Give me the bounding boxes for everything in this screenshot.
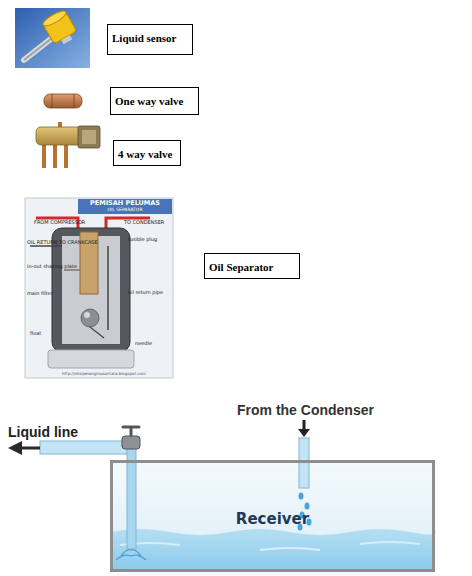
- oil-separator-picture-part: [64, 269, 80, 271]
- label-box: Oil Separator: [204, 253, 300, 279]
- four-way-valve-picture: [25, 122, 100, 168]
- oil-separator-picture-part: [52, 228, 130, 352]
- liquid-line-pipe-part: [116, 550, 146, 560]
- part-label: needle: [135, 340, 152, 346]
- condenser-inlet-pipe-part: [303, 420, 306, 430]
- liquid-sensor-picture: [15, 8, 90, 68]
- liquid-line-pipe-part: [22, 447, 40, 450]
- liquid-line-pipe-part: [8, 441, 22, 455]
- liquid-sensor-picture-part: [41, 9, 79, 49]
- oil-separator-picture-part: [81, 309, 99, 327]
- liquid-sensor-picture-part: [24, 38, 52, 60]
- four-way-valve-picture-part: [36, 127, 84, 145]
- part-label: TO CONDENSER: [124, 219, 164, 225]
- four-way-valve-picture-part: [78, 126, 100, 148]
- header-band: PEMISAH PELUMASOIL SEPARATOR: [78, 199, 172, 214]
- node-text: Receiver: [113, 510, 432, 528]
- condenser-inlet-pipe-part: [305, 503, 310, 510]
- oil-separator-picture-part: [107, 246, 109, 330]
- liquid-line-pipe-part: [123, 426, 139, 429]
- part-label: FROM COMPRESSOR: [34, 219, 85, 225]
- flow-label: Liquid line: [8, 424, 78, 440]
- part-label: oil return pipe: [128, 289, 163, 295]
- liquid-sensor-picture-part: [41, 9, 68, 29]
- oil-separator-picture: [25, 198, 173, 378]
- oil-separator-picture-part: [84, 312, 90, 318]
- condenser-inlet-pipe-part: [299, 438, 309, 488]
- receiver-picture: [110, 462, 436, 570]
- oil-separator-picture-part: [48, 350, 134, 368]
- flow-label: From the Condenser: [237, 402, 374, 418]
- label-box: 4 way valve: [113, 140, 181, 166]
- liquid-line-pipe-part: [122, 436, 140, 449]
- four-way-valve-picture-part: [64, 144, 68, 168]
- part-label: float: [30, 330, 41, 336]
- liquid-sensor-picture-part: [15, 8, 90, 68]
- label-box: One way valve: [110, 87, 199, 115]
- header-text: OIL SEPARATOR: [80, 207, 170, 212]
- part-label: main filter: [27, 290, 53, 296]
- liquid-sensor-picture-part: [24, 38, 52, 60]
- header-text: PEMISAH PELUMAS: [80, 200, 170, 207]
- node-text: Liquid sensor: [112, 32, 188, 44]
- receiver-picture-part: [120, 542, 420, 550]
- node-text: Oil Separator: [209, 261, 295, 273]
- four-way-valve-picture-part: [42, 144, 46, 168]
- liquid-sensor-picture-part: [61, 35, 72, 44]
- receiver-tank: Receiver: [110, 460, 435, 572]
- node-text: One way valve: [115, 95, 194, 107]
- part-label: fusible plug: [128, 236, 157, 242]
- liquid-line-pipe: [8, 427, 146, 560]
- receiver-picture-part: [110, 462, 435, 570]
- part-label: OIL RETURN TO CRANKCASE: [27, 239, 98, 245]
- one-way-valve-picture-part: [52, 94, 53, 108]
- one-way-valve-picture: [27, 94, 100, 108]
- condenser-inlet-pipe-part: [298, 429, 310, 437]
- node-text: 4 way valve: [118, 148, 176, 160]
- one-way-valve-picture-part: [44, 94, 82, 108]
- condenser-inlet-pipe-part: [299, 493, 304, 500]
- source-url: http://ohsipelanginusantara.blogspot.com: [62, 371, 146, 376]
- part-label: in-out shaking plate: [27, 263, 77, 269]
- one-way-valve-picture-part: [74, 94, 75, 108]
- four-way-valve-picture-part: [53, 144, 57, 168]
- oil-separator-picture-part: [25, 198, 173, 378]
- four-way-valve-picture-part: [82, 130, 96, 144]
- label-box: Liquid sensor: [107, 24, 193, 55]
- liquid-line-pipe-part: [40, 441, 130, 454]
- oil-separator-picture-part: [30, 245, 62, 247]
- receiver-picture-part: [110, 529, 436, 570]
- oil-separator-picture-part: [90, 327, 104, 338]
